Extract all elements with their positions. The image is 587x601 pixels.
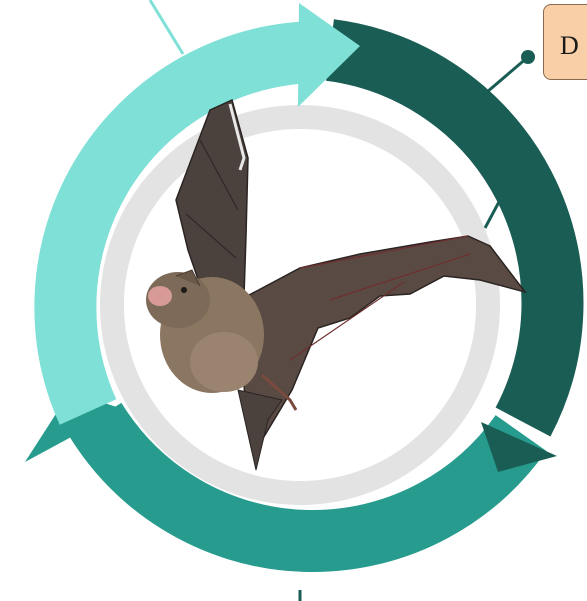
top-right-label-box: D bbox=[543, 4, 587, 80]
right-inner-connector bbox=[485, 200, 500, 228]
connector-dot bbox=[521, 50, 535, 64]
arrowhead-top bbox=[298, 3, 360, 107]
top-left-connector bbox=[150, 0, 183, 54]
top-right-label-text: D bbox=[560, 31, 579, 60]
